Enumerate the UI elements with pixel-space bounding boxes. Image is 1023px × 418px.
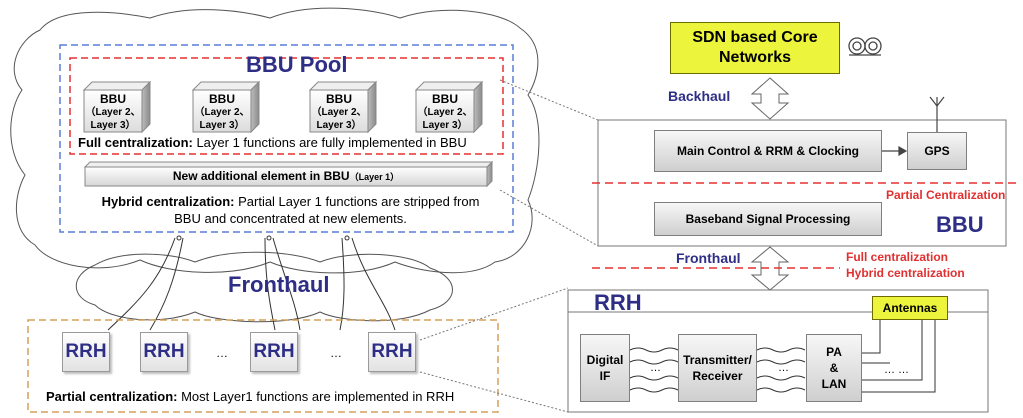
bbu-unit-layers: （Layer 2、 — [311, 107, 367, 118]
spiral-icon — [848, 37, 882, 56]
hybrid-centralization-caption: Hybrid centralization: Partial Layer 1 f… — [78, 193, 503, 227]
bbu-cubes — [82, 80, 484, 134]
pa-antenna-lines — [862, 318, 936, 393]
rrh-ellipsis-1: … — [216, 346, 228, 360]
bbu-unit-layers: Layer 3） — [422, 120, 468, 131]
rrh-unit-4: RRH — [368, 332, 416, 372]
trx-line1: Transmitter/ — [683, 353, 752, 367]
rrh-inner-box — [567, 311, 989, 413]
digital-if-line1: Digital — [586, 353, 624, 367]
core-network-line1: SDN based Core — [692, 29, 818, 46]
bbu-unit-label: BBU — [432, 92, 458, 106]
partial-centralization-text: Most Layer1 functions are implemented in… — [177, 389, 455, 404]
bbu-pool-cloud — [10, 7, 540, 274]
fronthaul-arrow — [750, 246, 790, 291]
pa-line1: PA — [826, 345, 842, 359]
bbu-unit-layers: （Layer 2、 — [417, 107, 473, 118]
bbu-unit-label: BBU — [209, 92, 235, 106]
hybrid-centralization-text2: BBU and concentrated at new elements. — [174, 211, 407, 226]
rrh-detail-title: RRH — [594, 290, 642, 315]
main-control-box: Main Control & RRM & Clocking — [654, 130, 882, 172]
backhaul-label: Backhaul — [668, 88, 731, 104]
rrh-unit-1: RRH — [62, 332, 110, 372]
bbu-unit-4: BBU （Layer 2、 Layer 3） — [416, 92, 474, 132]
partial-centralization-lead: Partial centralization: — [46, 389, 178, 404]
rrh-dots-3: … … — [884, 364, 910, 376]
new-element-text: New additional element in BBU — [172, 169, 350, 183]
bbu-unit-3: BBU （Layer 2、 Layer 3） — [310, 92, 368, 132]
rrh-unit-3: RRH — [250, 332, 298, 372]
bbu-unit-layers: （Layer 2、 — [194, 107, 250, 118]
rrh-unit-2: RRH — [140, 332, 188, 372]
new-element-label: New additional element in BBU（Layer 1） — [85, 169, 487, 183]
rrh-dots-2: … — [778, 362, 789, 374]
hybrid-centralization-text1: Partial Layer 1 functions are stripped f… — [234, 194, 480, 209]
rrh-ellipsis-2: … — [330, 346, 342, 360]
fronthaul-label: Fronthaul — [676, 250, 741, 266]
pool-blue-dashed-box — [59, 44, 514, 233]
pa-line3: LAN — [821, 377, 847, 391]
bbu-unit-layers: （Layer 2、 — [85, 107, 141, 118]
hybrid-centralization-split-label: Hybrid centralization — [846, 266, 965, 280]
core-network-box: SDN based Core Networks — [670, 22, 840, 74]
new-element-bar — [83, 160, 494, 188]
gps-box: GPS — [907, 132, 967, 170]
fronthaul-cloud — [75, 251, 453, 323]
core-network-line2: Networks — [718, 49, 792, 66]
pa-lan-box: PA & LAN — [806, 334, 862, 402]
bbu-unit-layers: Layer 3） — [90, 120, 136, 131]
digital-if-box: Digital IF — [580, 334, 630, 402]
bbu-unit-2: BBU （Layer 2、 Layer 3） — [193, 92, 251, 132]
zoom-lines — [419, 79, 599, 413]
partial-centralization-line-label: Partial Centralization — [886, 188, 1006, 202]
baseband-box: Baseband Signal Processing — [654, 202, 882, 236]
partial-centralization-caption: Partial centralization: Most Layer1 func… — [46, 388, 454, 405]
main-to-gps-arrow — [882, 145, 908, 157]
bbu-unit-label: BBU — [326, 92, 352, 106]
rrh-orange-dashed-box — [27, 319, 499, 413]
backhaul-arrow — [750, 77, 790, 120]
hybrid-centralization-lead: Hybrid centralization: — [101, 194, 235, 209]
rrh-dots-1: … — [650, 362, 661, 374]
bbu-unit-layers: Layer 3） — [199, 120, 245, 131]
bbu-pool-title: BBU Pool — [246, 52, 348, 77]
bbu-unit-1: BBU （Layer 2、 Layer 3） — [84, 92, 142, 132]
full-centralization-text: Layer 1 functions are fully implemented … — [192, 135, 467, 150]
full-centralization-split-label: Full centralization — [846, 250, 949, 264]
bbu-unit-label: BBU — [100, 92, 126, 106]
antennas-box: Antennas — [872, 296, 948, 320]
new-element-sub: （Layer 1） — [349, 172, 400, 182]
fronthaul-cloud-title: Fronthaul — [228, 272, 330, 297]
digital-if-line2: IF — [599, 369, 611, 383]
pool-rrh-connectors — [107, 235, 396, 331]
rrh-wavy-lines — [629, 347, 806, 393]
bbu-unit-layers: Layer 3） — [316, 120, 362, 131]
bbu-detail-title: BBU — [936, 212, 984, 237]
transmitter-receiver-box: Transmitter/ Receiver — [678, 334, 757, 402]
gps-antenna-icon — [929, 96, 945, 132]
full-centralization-lead: Full centralization: — [78, 135, 193, 150]
trx-line2: Receiver — [692, 369, 743, 383]
full-centralization-caption: Full centralization: Layer 1 functions a… — [78, 134, 467, 151]
pa-line2: & — [829, 361, 839, 375]
